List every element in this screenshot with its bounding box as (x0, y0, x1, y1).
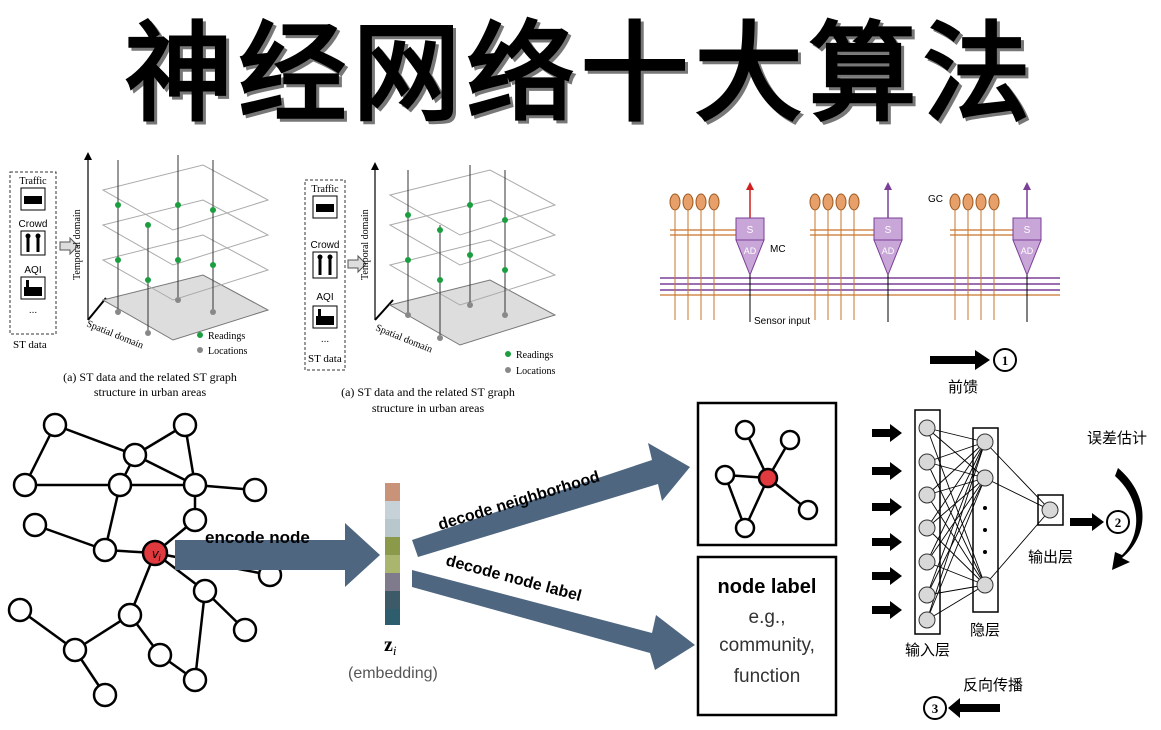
st-type-more: ... (321, 334, 329, 345)
neural-network-panel: 1 前馈 误差估计 (860, 340, 1160, 725)
feedforward-arrow (930, 350, 990, 370)
crowd-icon (312, 251, 338, 279)
center-node (141, 539, 169, 567)
temporal-axis-label: Temporal domain (360, 209, 371, 280)
node-label-title: node label (718, 576, 817, 598)
traffic-icon (312, 195, 338, 219)
granule-cells (669, 193, 1000, 211)
encode-arrow (175, 523, 380, 587)
svg-text:AD: AD (1021, 246, 1034, 256)
spatial-plane (101, 274, 270, 341)
arrow-right-icon (59, 236, 79, 256)
node-label-box (696, 555, 838, 717)
svg-text:S: S (747, 225, 754, 236)
spatial-axis-label: Spatial domain (85, 319, 145, 352)
hidden-layer-label: 隐层 (970, 622, 1000, 639)
spatial-axis-label: Spatial domain (374, 323, 434, 356)
temporal-axis-label: Temporal domain (72, 209, 83, 280)
caption-line-2: structure in urban areas (94, 385, 207, 399)
st-type-traffic: Traffic (19, 176, 47, 187)
caption-line-1: (a) ST data and the related ST graph (63, 370, 237, 384)
center-node-label: vi (152, 546, 162, 563)
mitral-cell-2: S AD (873, 182, 903, 322)
st-data-label: ST data (308, 353, 342, 365)
decode-neighborhood-arrow (412, 443, 690, 557)
node-label-line-3: function (734, 666, 801, 687)
error-estimate-label: 误差估计 (1087, 430, 1147, 447)
encode-node-label: encode node (205, 528, 310, 547)
st-graph-diagram-1: Traffic Crowd AQI ... ST data Temporal d… (9, 152, 270, 399)
node-label-line-2: community, (719, 635, 815, 656)
legend-locations: Locations (516, 366, 556, 377)
nn-diagram: 1 前馈 误差估计 (872, 348, 1147, 720)
st-graph-panel-2: Traffic Crowd AQI ... ST data Temporal d… (300, 160, 590, 420)
factory-icon (20, 276, 46, 300)
legend-locations: Locations (208, 346, 248, 357)
legend-readings: Readings (516, 350, 553, 361)
st-graph-panel-1: Traffic Crowd AQI ... ST data Temporal d… (8, 150, 293, 400)
step-2: 2 (1115, 515, 1122, 530)
svg-text:S: S (885, 225, 892, 236)
decode-label-arrow (412, 570, 695, 670)
step-1: 1 (1002, 353, 1009, 368)
neurons (918, 419, 1059, 629)
input-arrows (872, 424, 902, 619)
embedding-vector (385, 483, 400, 625)
arrow-right-icon (347, 254, 367, 274)
backprop-label: 反向传播 (963, 677, 1023, 694)
mitral-cell-1: S AD (735, 182, 765, 322)
st-graph-diagram-2: Traffic Crowd AQI ... ST data Temporal d… (304, 162, 557, 415)
svg-text:AD: AD (882, 246, 895, 256)
step-3: 3 (932, 701, 939, 716)
st-type-more: ... (29, 305, 37, 316)
st-type-crowd: Crowd (19, 219, 48, 230)
feedforward-label: 前馈 (948, 379, 978, 396)
page-title: 神经网络十大算法 (124, 12, 1037, 137)
gc-label: GC (928, 194, 943, 205)
caption-line-1: (a) ST data and the related ST graph (341, 385, 515, 399)
node-label-line-1: e.g., (749, 607, 786, 628)
error-curve-arrow (1112, 468, 1143, 570)
crowd-icon (20, 230, 46, 256)
input-layer-label: 输入层 (905, 642, 950, 659)
graph-embedding-panel: vi encode node zi (embedding) decode nei… (0, 395, 850, 725)
circuit-diagram: S AD S AD S AD MC GC Sensor input (660, 182, 1060, 327)
embedding-label: (embedding) (348, 665, 438, 682)
olfactory-circuit-panel: S AD S AD S AD MC GC Sensor input (660, 180, 1080, 330)
output-arrow (1070, 513, 1104, 531)
traffic-icon (20, 187, 46, 211)
st-type-aqi: AQI (24, 265, 41, 276)
svg-text:AD: AD (744, 246, 757, 256)
caption-line-2: structure in urban areas (372, 401, 485, 415)
graph-nodes (7, 412, 283, 708)
embedding-diagram: vi encode node zi (embedding) decode nei… (7, 401, 838, 717)
mc-label: MC (770, 244, 786, 255)
factory-icon (312, 305, 338, 329)
sensor-input-label: Sensor input (754, 316, 810, 327)
st-data-label: ST data (13, 339, 47, 351)
st-type-crowd: Crowd (311, 240, 340, 251)
legend-readings: Readings (208, 331, 245, 342)
output-layer-label: 输出层 (1028, 549, 1073, 566)
mitral-cell-3: S AD (1012, 182, 1042, 322)
backprop-arrow (948, 698, 1000, 718)
st-type-traffic: Traffic (311, 184, 339, 195)
z-label: zi (384, 634, 397, 658)
st-type-aqi: AQI (316, 292, 333, 303)
svg-text:S: S (1024, 225, 1031, 236)
spatial-plane (388, 279, 557, 346)
